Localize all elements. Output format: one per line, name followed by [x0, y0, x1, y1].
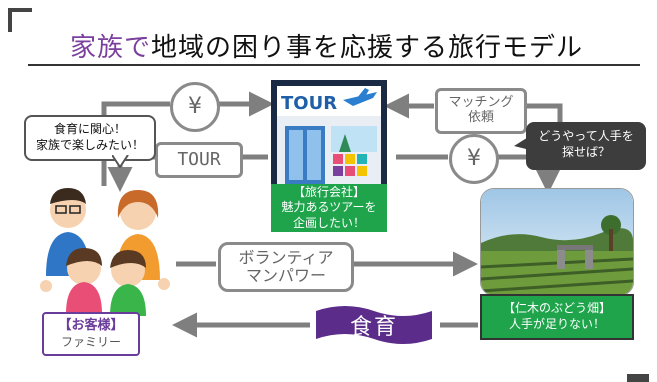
- volunteer-line-1: ボランティア: [238, 247, 334, 267]
- title-rest: 地域の困り事を応援する旅行モデル: [151, 33, 584, 63]
- matching-line-1: マッチング: [448, 95, 514, 111]
- bubble-right-line-1: どうやって人手を: [538, 129, 634, 143]
- family-speech-bubble: 食育に関心！ 家族で楽しみたい！: [24, 115, 156, 169]
- matching-request-label: マッチング 依頼: [435, 88, 527, 134]
- volunteer-label: ボランティア マンパワー: [218, 242, 354, 292]
- customer-line-2: ファミリー: [60, 334, 121, 349]
- family-illustration: [32, 182, 182, 322]
- matching-line-2: 依頼: [467, 110, 494, 125]
- agency-line-2: 魅力あるツアーを: [281, 200, 377, 215]
- customer-line-1: 【お客様】: [58, 317, 124, 333]
- food-education-text: 食育: [349, 315, 398, 340]
- agency-line-3: 企画したい！: [292, 215, 365, 230]
- customer-label: 【お客様】 ファミリー: [42, 312, 140, 356]
- title-accent: 家族で: [70, 33, 152, 63]
- title-underline: [28, 64, 640, 66]
- family-icon: [40, 188, 170, 316]
- vineyard-line-2: 人手が足りない！: [508, 317, 605, 331]
- agency-line-1: 【旅行会社】: [292, 184, 365, 199]
- volunteer-line-2: マンパワー: [245, 266, 326, 285]
- bubble-right-line-2: 探せば？: [561, 145, 610, 160]
- vineyard-photo: [480, 188, 634, 296]
- bubble-left-line-1: 食育に関心！: [53, 122, 126, 136]
- tour-label: TOUR: [155, 142, 243, 178]
- vineyard-label: 【仁木のぶどう畑】 人手が足りない！: [480, 294, 634, 340]
- bubble-tail: [112, 155, 129, 169]
- agency-sign: TOUR: [281, 93, 337, 114]
- arrow-vineyard-to-matching: [522, 103, 563, 125]
- travel-agency-label: 【旅行会社】 魅力あるツアーを 企画したい！: [271, 184, 387, 232]
- vineyard-speech-bubble: どうやって人手を 探せば？: [514, 122, 646, 170]
- yen-payment-top: ¥: [170, 82, 220, 132]
- vineyard-landscape: [481, 189, 633, 295]
- bubble-tail: [514, 136, 530, 150]
- corner-mark-bottom-right: [627, 374, 649, 382]
- food-education-banner: [316, 306, 432, 344]
- travel-agency-illustration: TOUR: [271, 80, 387, 188]
- agency-building-icon: TOUR: [273, 82, 385, 186]
- yen-payment-right: ¥: [449, 134, 499, 184]
- slide-title: 家族で地域の困り事を応援する旅行モデル: [70, 27, 583, 64]
- vineyard-line-1: 【仁木のぶどう畑】: [502, 301, 611, 316]
- bubble-left-line-2: 家族で楽しみたい！: [35, 138, 144, 153]
- corner-mark-top-left: [8, 8, 32, 32]
